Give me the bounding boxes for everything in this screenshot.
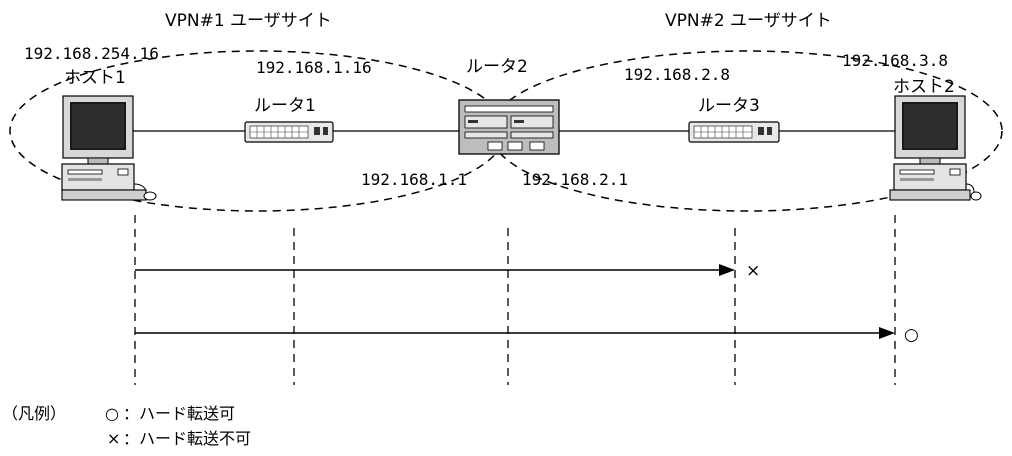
legend-heading: （凡例） (2, 404, 66, 423)
flow-host1-to-host2-result: ○ (904, 325, 919, 345)
legend-ng-text: ：ハード転送不可 (123, 429, 251, 448)
host1-computer-icon (61, 95, 157, 201)
legend-ok-text: ：ハード転送可 (123, 404, 235, 423)
router1-ip-label: 192.168.1.16 (256, 58, 372, 77)
router3-name-label: ルータ3 (698, 96, 760, 116)
router1-name-label: ルータ1 (254, 96, 316, 116)
router2-ip-right-label: 192.168.2.1 (522, 170, 628, 189)
host2-ip-label: 192.168.3.8 (842, 51, 948, 70)
host2-computer-icon (889, 95, 982, 201)
router2-ip-left-label: 192.168.1.1 (361, 170, 467, 189)
router1-icon (244, 121, 334, 143)
router2-icon (458, 99, 560, 155)
flow-host1-to-router3-arrowhead (719, 264, 735, 276)
router3-icon (688, 121, 780, 143)
vpn2-site-label: VPN#2 ユーザサイト (665, 11, 832, 31)
host1-ip-label: 192.168.254.16 (24, 44, 159, 63)
router2-name-label: ルータ2 (466, 57, 528, 77)
flow-host1-to-router3-result: × (746, 261, 760, 281)
host1-name-label: ホスト1 (64, 68, 126, 88)
legend-ng-symbol: × (107, 429, 120, 448)
legend-ok-symbol: ○ (105, 404, 119, 423)
host2-name-label: ホスト2 (893, 77, 955, 97)
vpn1-site-label: VPN#1 ユーザサイト (165, 11, 332, 31)
flow-host1-to-host2-arrowhead (879, 327, 895, 339)
router3-ip-label: 192.168.2.8 (624, 65, 730, 84)
